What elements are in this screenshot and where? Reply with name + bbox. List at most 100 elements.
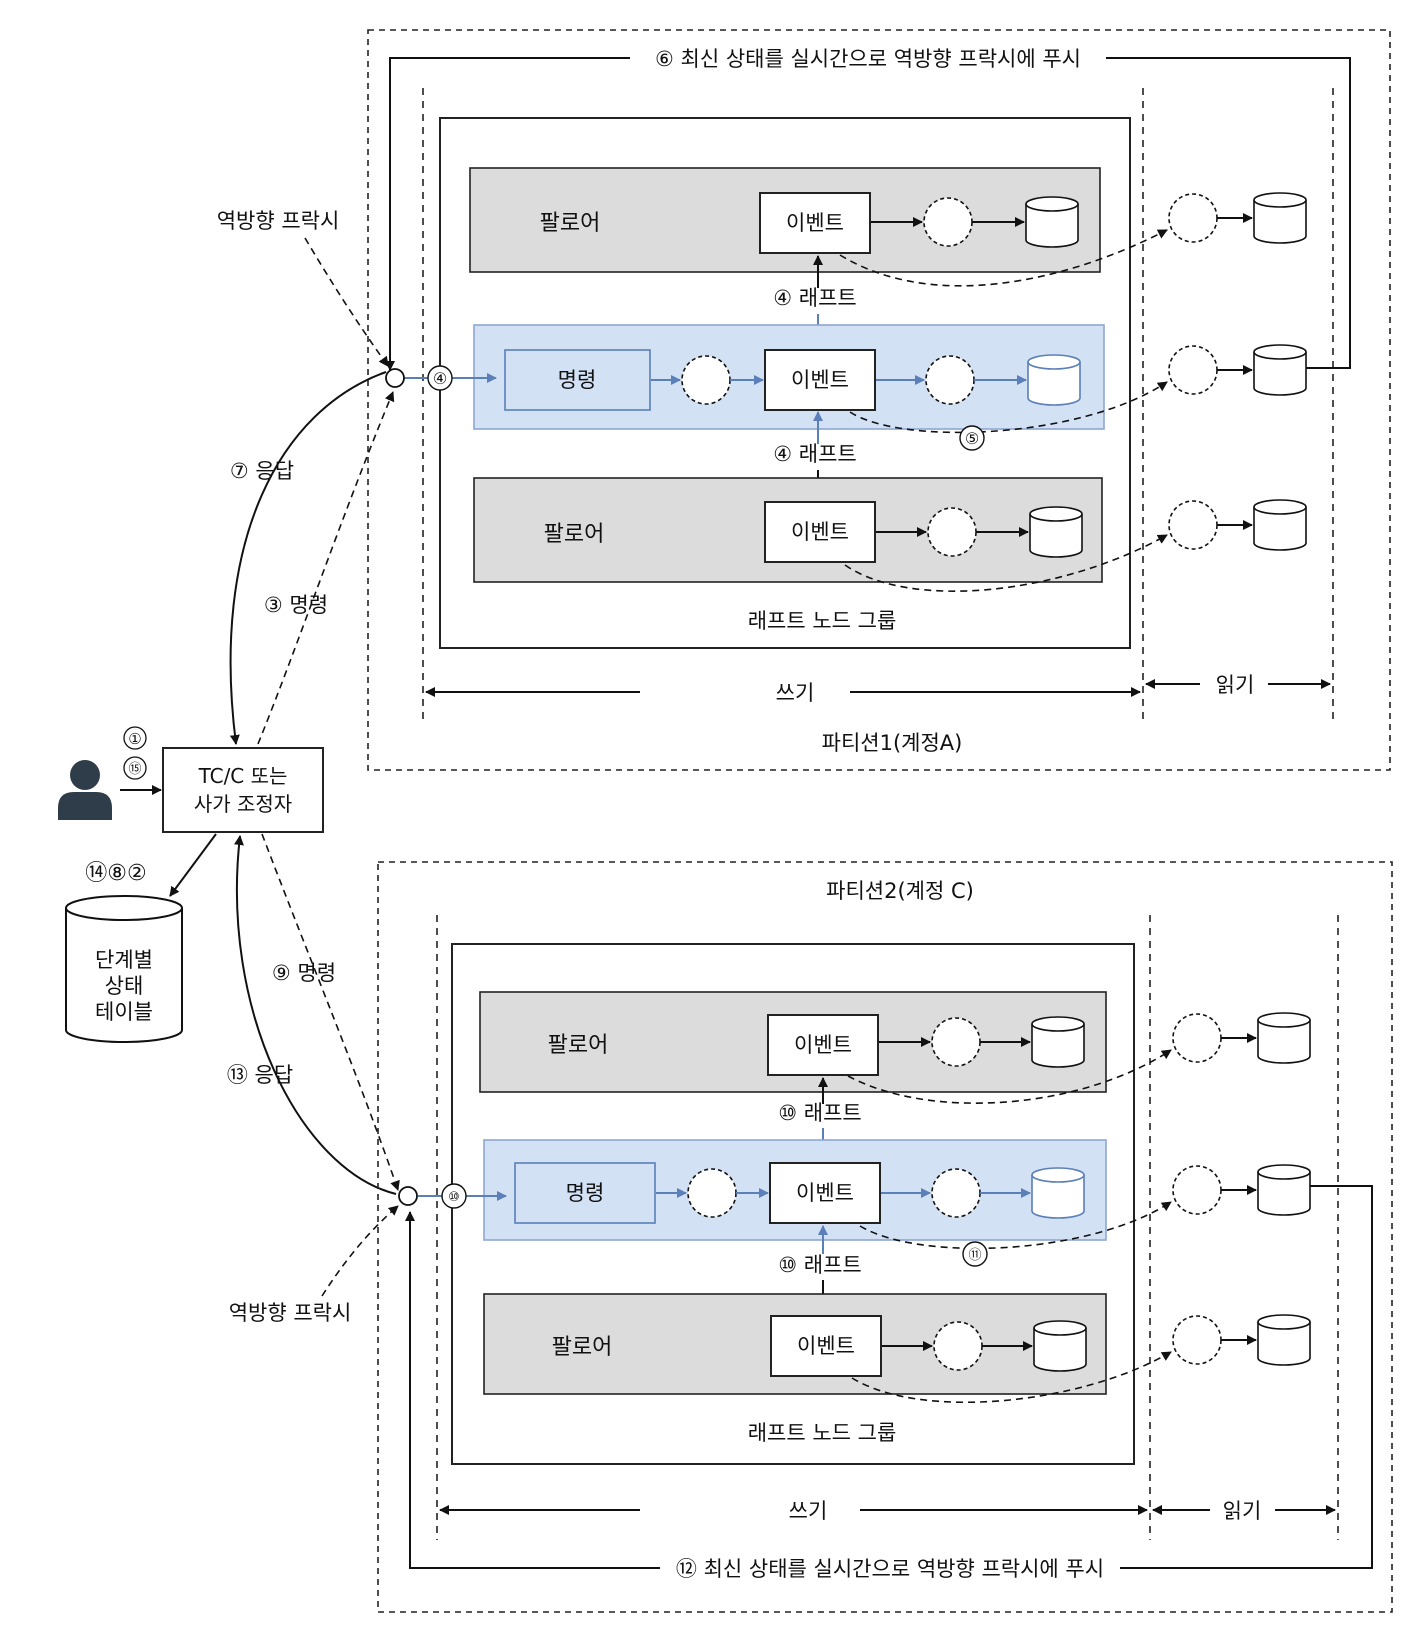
step1-badge xyxy=(123,726,147,750)
p1-read-db-2 xyxy=(1253,344,1307,396)
p1-group-label: 래프트 노드 그룹 xyxy=(748,609,897,633)
p1-leader-db-icon xyxy=(1027,354,1081,406)
state-table-steps: ⑭⑧② xyxy=(85,861,146,886)
p1-read-circle-2 xyxy=(1168,345,1218,395)
p2-ft-db-icon xyxy=(1031,1016,1085,1068)
p2-follower-bottom-event-label: 이벤트 xyxy=(797,1334,855,1358)
coordinator-to-table-arrow xyxy=(169,833,217,897)
p2-follower-bottom-label: 팔로어 xyxy=(552,1335,613,1360)
p2-push-label: ⑫ 최신 상태를 실시간으로 역방향 프락시에 푸시 xyxy=(676,1557,1104,1581)
p2-step10-badge xyxy=(441,1183,467,1209)
partition1: 팔로어 이벤트 ④ 래프트 명령 이벤트 ④ 래프트 xyxy=(367,29,1391,771)
state-table-line1: 단계별 xyxy=(95,948,153,972)
reverse-proxy-pointer-top xyxy=(304,237,389,367)
p1-replication-curve-3 xyxy=(844,534,1168,592)
p1-ft-state-circle xyxy=(923,197,973,247)
p1-fb-state-circle xyxy=(927,507,977,557)
p1-step4-badge xyxy=(427,365,453,391)
p2-push-label-bg xyxy=(660,1556,1120,1580)
partition2-boundary xyxy=(377,861,1393,1613)
p1-read-db-3 xyxy=(1253,499,1307,551)
p2-command-label: 명령 xyxy=(566,1181,605,1205)
p1-leader-circle-1 xyxy=(681,355,731,405)
p2-response-arrow xyxy=(234,835,397,1195)
p1-response-label: ⑦ 응답 xyxy=(230,459,294,483)
p2-title: 파티션2(계정 C) xyxy=(826,879,974,903)
p2-read-label: 읽기 xyxy=(1223,1499,1262,1523)
p1-follower-bottom-event xyxy=(764,501,876,563)
p2-fb-db-icon xyxy=(1033,1320,1087,1372)
p2-leader-event-label: 이벤트 xyxy=(796,1181,854,1205)
reverse-proxy-label-top: 역방향 프락시 xyxy=(217,209,340,233)
p2-replication-curve-2 xyxy=(859,1201,1172,1250)
p2-entry-step-label: ⑩ xyxy=(448,1190,460,1205)
p2-step11-badge xyxy=(962,1241,988,1267)
p1-read-circle-3 xyxy=(1168,500,1218,550)
p2-write-label: 쓰기 xyxy=(789,1499,828,1523)
state-table-cylinder xyxy=(65,895,183,1043)
p1-read-label: 읽기 xyxy=(1216,673,1255,697)
p2-leader-event xyxy=(769,1162,881,1224)
coordinator-line2: 사가 조정자 xyxy=(194,792,292,816)
p2-command-box xyxy=(514,1162,656,1224)
p2-command-label: ⑨ 명령 xyxy=(272,961,336,985)
p2-read-db-3 xyxy=(1257,1314,1311,1366)
p1-title: 파티션1(계정A) xyxy=(822,731,963,755)
p1-leader-event xyxy=(764,349,876,411)
coordinator-line1: TC/C 또는 xyxy=(198,764,288,788)
p1-command-label: ③ 명령 xyxy=(264,593,328,617)
p2-follower-bottom-event xyxy=(770,1315,882,1377)
p1-push-label-bg xyxy=(630,46,1106,70)
p2-leader-circle-2 xyxy=(931,1168,981,1218)
p1-ft-db-icon xyxy=(1025,196,1079,248)
p1-push-line xyxy=(385,57,1351,371)
state-table-line2: 상태 xyxy=(105,974,144,998)
p1-raft-top-label: ④ 래프트 xyxy=(773,286,856,310)
p1-read-db-1 xyxy=(1253,192,1307,244)
p2-follower-top-event xyxy=(767,1014,879,1076)
p1-follower-bottom-event-label: 이벤트 xyxy=(791,520,849,544)
p2-command-arrow xyxy=(261,833,400,1191)
p2-follower-top-event-label: 이벤트 xyxy=(794,1033,852,1057)
p1-command-label: 명령 xyxy=(558,368,597,392)
p1-raft-bottom-label: ④ 래프트 xyxy=(773,442,856,466)
p1-step5-label: ⑤ xyxy=(965,429,979,448)
p1-follower-top-label: 팔로어 xyxy=(540,211,601,236)
p1-step5-badge xyxy=(959,425,985,451)
p2-reverse-proxy-node xyxy=(398,1186,418,1206)
p2-leader-circle-1 xyxy=(687,1168,737,1218)
coordinator: TC/C 또는 사가 조정자 xyxy=(162,747,324,833)
step1-label: ① xyxy=(128,730,141,748)
p1-follower-bottom-label: 팔로어 xyxy=(544,522,605,547)
partition2: 파티션2(계정 C) 팔로어 이벤트 ⑩ 래프트 명령 이벤트 xyxy=(377,861,1393,1613)
p1-leader-event-label: 이벤트 xyxy=(791,368,849,392)
reverse-proxy-label-bottom: 역방향 프락시 xyxy=(229,1301,352,1325)
p2-read-circle-1 xyxy=(1172,1013,1222,1063)
p2-replication-curve-1 xyxy=(847,1049,1172,1104)
p1-command-box xyxy=(504,349,651,411)
p2-step11-label: ⑪ xyxy=(968,1248,981,1263)
p2-group-label: 래프트 노드 그룹 xyxy=(748,1421,897,1445)
reverse-proxy-pointer-bottom xyxy=(321,1205,399,1297)
p2-response-label: ⑬ 응답 xyxy=(227,1063,293,1087)
user-icon xyxy=(58,760,112,820)
p2-push-line xyxy=(405,1185,1373,1569)
p2-raft-bottom-label: ⑩ 래프트 xyxy=(778,1253,861,1277)
p1-follower-top-event xyxy=(759,192,871,254)
p1-replication-curve-2 xyxy=(849,381,1168,434)
p1-follower-top-event-label: 이벤트 xyxy=(786,211,844,235)
p2-read-db-2 xyxy=(1257,1164,1311,1216)
coordinator-box[interactable] xyxy=(162,747,324,833)
p2-leader-db-icon xyxy=(1031,1167,1085,1219)
p1-entry-step-label: ④ xyxy=(433,369,447,388)
p2-ft-state-circle xyxy=(931,1017,981,1067)
p2-read-db-1 xyxy=(1257,1012,1311,1064)
p1-push-label: ⑥ 최신 상태를 실시간으로 역방향 프락시에 푸시 xyxy=(655,47,1081,71)
p1-reverse-proxy-node xyxy=(385,368,405,388)
partition1-boundary xyxy=(367,29,1391,771)
p2-read-circle-2 xyxy=(1172,1165,1222,1215)
state-table-line3: 테이블 xyxy=(95,1000,153,1024)
p1-write-label: 쓰기 xyxy=(776,681,815,705)
p2-fb-state-circle xyxy=(933,1321,983,1371)
